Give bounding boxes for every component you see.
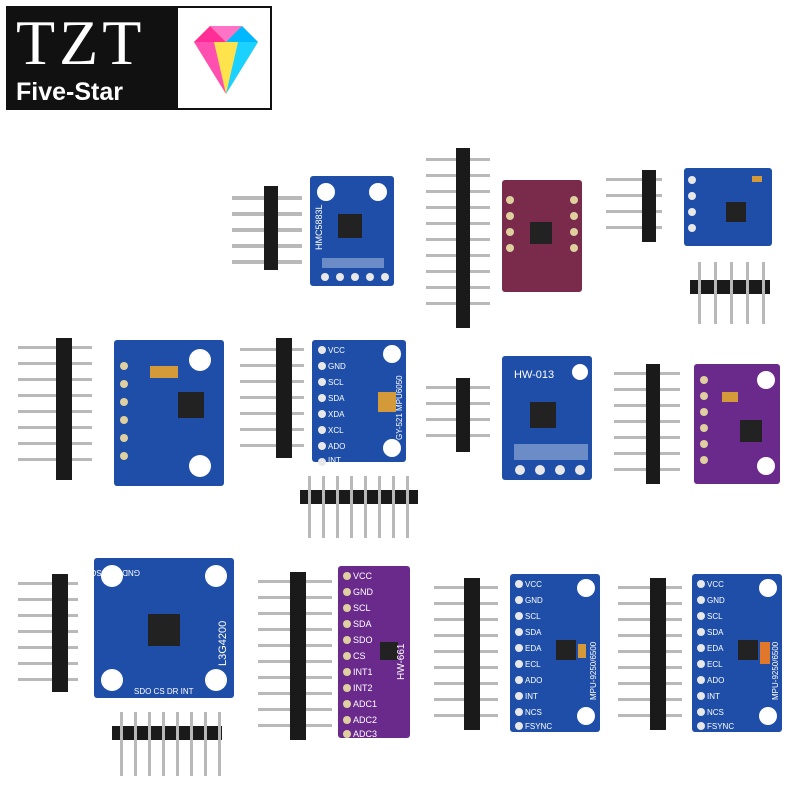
maroon-sensor-board — [502, 180, 582, 292]
pin-header — [690, 262, 770, 324]
mpu9250b-pin-label: SDA — [707, 628, 724, 637]
mpu9250b-label: MPU-9250/6500 — [771, 641, 780, 700]
hw661-pin-label: ADC3 — [353, 729, 377, 739]
mpu9250b-pin-label: FSYNC — [707, 722, 734, 731]
logo-sub-text: Five-Star — [16, 78, 123, 106]
pin-header — [240, 338, 304, 458]
pin-header — [434, 578, 498, 730]
pin-header — [426, 378, 490, 452]
mpu9250a-pin-label: GND — [525, 596, 543, 605]
pin-header — [618, 578, 682, 730]
mpu9250a-pin-label: INT — [525, 692, 538, 701]
l3g4200-bottom-pins: SDO CS DR INT — [134, 687, 194, 696]
pin-header — [258, 572, 332, 740]
mpu9250a-pin-label: EDA — [525, 644, 542, 653]
hw013-label: HW-013 — [514, 369, 554, 381]
hw013-board: HW-013 — [502, 356, 592, 480]
pin-header — [300, 476, 418, 538]
mpu9250b-pin-label: VCC — [707, 580, 724, 589]
small-blue-board — [684, 168, 772, 246]
mpu9250-board: VCC GND SCL SDA EDA ECL ADO INT NCS FSYN… — [510, 574, 600, 732]
gy521-board: VCC GND SCL SDA XDA XCL ADO INT GY-521 M… — [312, 340, 406, 466]
mpu9250b-pin-label: SCL — [707, 612, 723, 621]
mpu9250b-pin-label: ADO — [707, 676, 724, 685]
mpu9250b-pin-label: NCS — [707, 708, 724, 717]
logo-background: TZT Five-Star — [8, 8, 178, 108]
hmc5883-label: HMC5883L — [314, 204, 324, 250]
mpu9250-board: VCC GND SCL SDA EDA ECL ADO INT NCS FSYN… — [692, 574, 782, 732]
hw661-pin-label: INT1 — [353, 667, 373, 677]
pin-header — [232, 186, 302, 270]
pin-header — [18, 338, 92, 480]
gy521-pin-label: SDA — [328, 394, 345, 403]
gy521-pin-label: XCL — [328, 426, 344, 435]
mpu9250a-pin-label: NCS — [525, 708, 542, 717]
brand-logo: TZT Five-Star — [6, 6, 272, 110]
hw661-pin-label: SCL — [353, 603, 371, 613]
mpu9250a-pin-label: ECL — [525, 660, 541, 669]
hw661-pin-label: ADC1 — [353, 699, 377, 709]
gy521-pin-label: GND — [328, 362, 346, 371]
logo-main-text: TZT — [16, 7, 146, 78]
mpu9250a-pin-label: SCL — [525, 612, 541, 621]
hw661-pin-label: GND — [353, 587, 374, 597]
pin-header — [18, 574, 78, 692]
purple-imu-board — [694, 364, 780, 484]
hw661-board: VCC GND SCL SDA SDO CS INT1 INT2 ADC1 AD… — [338, 566, 410, 739]
mpu9250b-pin-label: INT — [707, 692, 720, 701]
gy521-label: GY-521 MPU6050 — [395, 375, 404, 440]
gy521-pin-label: ADO — [328, 442, 345, 451]
pin-header — [112, 712, 222, 776]
hw661-pin-label: INT2 — [353, 683, 373, 693]
pin-header — [614, 364, 680, 484]
hw661-pin-label: VCC — [353, 571, 373, 581]
hw661-label: HW-661 — [396, 643, 407, 680]
gy521-pin-label: XDA — [328, 410, 345, 419]
l3g4200-top-pins: GND SDA SCL VCC — [67, 568, 140, 577]
accelerometer-board — [114, 340, 224, 486]
hw661-pin-label: SDA — [353, 619, 372, 629]
hmc5883-board: HMC5883L — [310, 176, 394, 286]
gy521-pin-label: INT — [328, 456, 341, 465]
l3g4200-label: L3G4200 — [217, 621, 229, 666]
hw661-pin-label: CS — [353, 651, 366, 661]
mpu9250b-pin-label: GND — [707, 596, 725, 605]
l3g4200-board: GND SDA SCL VCC SDO CS DR INT L3G4200 — [67, 558, 234, 698]
hw661-pin-label: SDO — [353, 635, 373, 645]
mpu9250b-pin-label: EDA — [707, 644, 724, 653]
mpu9250a-pin-label: FSYNC — [525, 722, 552, 731]
gy521-pin-label: VCC — [328, 346, 345, 355]
mpu9250b-pin-label: ECL — [707, 660, 723, 669]
mpu9250a-pin-label: VCC — [525, 580, 542, 589]
gy521-pin-label: SCL — [328, 378, 344, 387]
diamond-icon — [194, 26, 258, 94]
hw661-pin-label: ADC2 — [353, 715, 377, 725]
pin-header — [606, 170, 662, 242]
pin-header — [426, 148, 490, 328]
mpu9250a-label: MPU-9250/6500 — [589, 641, 598, 700]
mpu9250a-pin-label: ADO — [525, 676, 542, 685]
mpu9250a-pin-label: SDA — [525, 628, 542, 637]
